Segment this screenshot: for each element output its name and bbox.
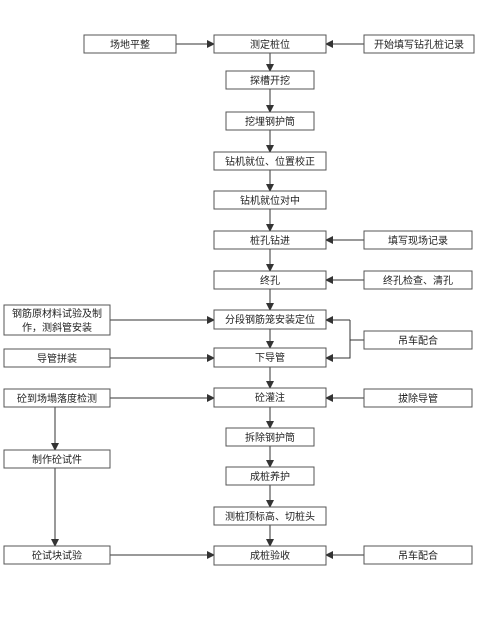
connectors bbox=[51, 40, 364, 559]
node-specimen-test: 砼试块试验 bbox=[3, 545, 111, 565]
node-label: 桩孔钻进 bbox=[250, 234, 290, 247]
node-label: 测定桩位 bbox=[250, 38, 290, 51]
node-label-line1: 钢筋原材料试验及制 bbox=[12, 307, 102, 320]
node-measure-top: 测桩顶标高、切桩头 bbox=[213, 506, 327, 526]
node-site-leveling: 场地平整 bbox=[83, 34, 177, 54]
node-label: 测桩顶标高、切桩头 bbox=[225, 510, 315, 523]
node-label: 开始填写钻孔桩记录 bbox=[374, 38, 464, 51]
node-label: 分段钢筋笼安装定位 bbox=[225, 313, 315, 326]
node-label: 下导管 bbox=[255, 351, 285, 364]
node-make-specimen: 制作砼试件 bbox=[3, 449, 111, 469]
node-label: 挖埋钢护筒 bbox=[245, 115, 295, 128]
node-label: 成桩验收 bbox=[250, 549, 290, 562]
node-crane-1: 吊车配合 bbox=[363, 330, 473, 350]
node-acceptance: 成桩验收 bbox=[213, 545, 327, 566]
node-crane-2: 吊车配合 bbox=[363, 545, 473, 565]
node-tremie-down: 下导管 bbox=[213, 347, 327, 368]
node-label: 砼到场塌落度检测 bbox=[17, 392, 97, 405]
edge-crane-bracket bbox=[349, 320, 364, 341]
node-label: 吊车配合 bbox=[398, 334, 438, 347]
node-rebar-test: 钢筋原材料试验及制 作，测斜管安装 bbox=[3, 304, 111, 336]
node-label: 砼灌注 bbox=[255, 391, 285, 404]
node-label-line2: 作，测斜管安装 bbox=[22, 321, 92, 334]
node-cage-install: 分段钢筋笼安装定位 bbox=[213, 309, 327, 330]
node-remove-tremie: 拔除导管 bbox=[363, 388, 473, 408]
node-label: 吊车配合 bbox=[398, 549, 438, 562]
node-concrete-slump: 砼到场塌落度检测 bbox=[3, 388, 111, 408]
node-label: 拔除导管 bbox=[398, 392, 438, 405]
node-trench: 探槽开挖 bbox=[225, 70, 315, 90]
node-label: 终孔 bbox=[260, 274, 280, 287]
node-survey-pile: 测定桩位 bbox=[213, 34, 327, 54]
edge-bracket-to-tremie bbox=[325, 340, 351, 362]
node-label: 钻机就位、位置校正 bbox=[225, 155, 315, 168]
node-label: 填写现场记录 bbox=[388, 234, 448, 247]
node-label: 制作砼试件 bbox=[32, 453, 82, 466]
node-tremie-assembly: 导管拼装 bbox=[3, 348, 111, 368]
node-label: 钻机就位对中 bbox=[240, 194, 300, 207]
node-casing: 挖埋钢护筒 bbox=[225, 111, 315, 131]
node-field-record: 填写现场记录 bbox=[363, 230, 473, 250]
node-drilling: 桩孔钻进 bbox=[213, 230, 327, 250]
node-label: 成桩养护 bbox=[250, 470, 290, 483]
node-label: 砼试块试验 bbox=[32, 549, 82, 562]
node-rig-align: 钻机就位对中 bbox=[213, 190, 327, 210]
node-final-check: 终孔检查、清孔 bbox=[363, 270, 473, 290]
node-final-hole: 终孔 bbox=[213, 270, 327, 290]
node-pouring: 砼灌注 bbox=[213, 387, 327, 408]
node-label: 场地平整 bbox=[110, 38, 150, 51]
node-label: 探槽开挖 bbox=[250, 74, 290, 87]
node-start-record: 开始填写钻孔桩记录 bbox=[363, 34, 475, 54]
node-label: 拆除钢护筒 bbox=[245, 431, 295, 444]
node-label: 终孔检查、清孔 bbox=[383, 274, 453, 287]
node-label: 导管拼装 bbox=[37, 352, 77, 365]
node-rig-position: 钻机就位、位置校正 bbox=[213, 151, 327, 171]
node-remove-casing: 拆除钢护筒 bbox=[225, 427, 315, 447]
node-curing: 成桩养护 bbox=[225, 466, 315, 486]
